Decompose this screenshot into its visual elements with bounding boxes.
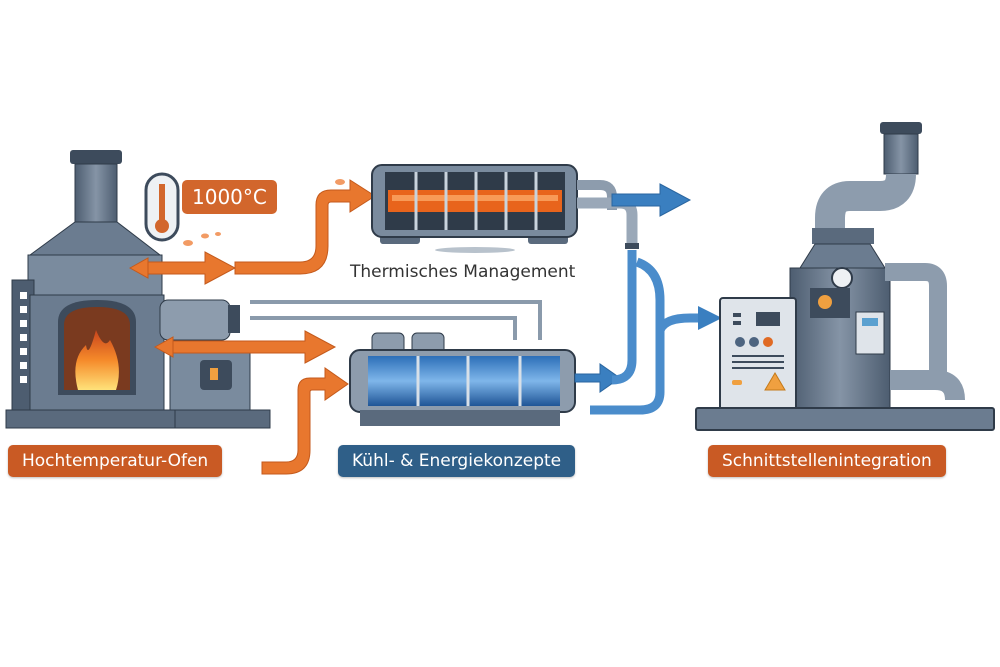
cooling-flow-arrows: [574, 183, 692, 393]
cooling-arrow-top: [611, 183, 692, 217]
heat-arrow-1: [147, 251, 237, 285]
plant-interface-icon: [695, 122, 995, 431]
warning-icon: [764, 372, 786, 391]
thermal-management-caption: Thermisches Management: [350, 262, 576, 282]
cooling-pipes: [590, 250, 700, 415]
heat-arrow-from-label: [261, 367, 349, 475]
temperature-badge: 1000°C: [182, 180, 277, 214]
flame-icon: [75, 330, 119, 390]
interface-label: Schnittstellenintegration: [708, 445, 946, 477]
heat-flow-arrows: [128, 179, 376, 475]
cooling-arrow-out: [574, 363, 621, 393]
cooling-arrow-to-interface: [698, 306, 722, 330]
thermometer-icon: [144, 172, 180, 242]
cooling-label: Kühl- & Energiekonzepte: [338, 445, 576, 477]
furnace-icon: [5, 150, 271, 429]
connecting-pipes: [250, 300, 542, 340]
furnace-label: Hochtemperatur-Ofen: [8, 445, 223, 477]
cooling-unit-icon: [349, 332, 576, 426]
heat-exchanger-icon: [371, 164, 639, 253]
pressure-gauge-icon: [831, 267, 853, 289]
heat-arrow-to-cooling: [172, 330, 337, 364]
heat-arrow-to-thermal: [234, 179, 376, 275]
